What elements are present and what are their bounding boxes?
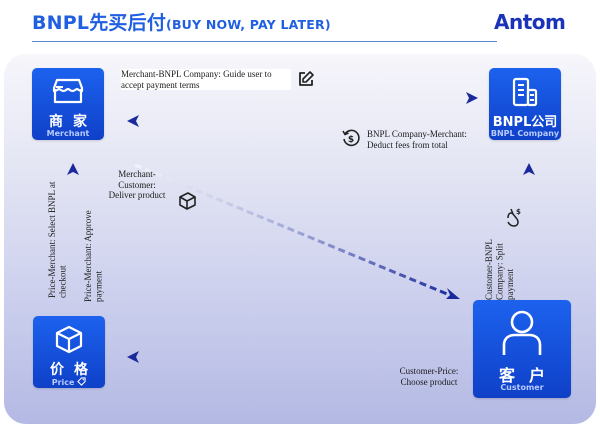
node-customer[interactable]: 客户 Customer [473, 300, 571, 398]
node-price-cn: 价格 [50, 362, 98, 378]
dollar-refresh-icon: $ [342, 129, 360, 147]
arrow-merchant-to-customer [134, 163, 460, 299]
package-icon [179, 192, 196, 210]
node-price[interactable]: 价格 Price [33, 316, 105, 388]
box-icon [55, 325, 83, 354]
node-merchant-cn: 商家 [49, 114, 97, 130]
arrow-customer-to-price [127, 351, 465, 363]
label-customer-to-bnpl: Customer-BNPL Company: Split payment [484, 239, 515, 301]
arrow-customer-to-bnpl [523, 163, 535, 290]
title-main: BNPL先买后付 [32, 12, 167, 34]
node-bnpl-cn: BNPL公司 [492, 115, 558, 130]
arrow-merchant-to-bnpl [120, 92, 478, 104]
hand-money-icon: $ [507, 208, 521, 227]
node-price-en-label: Price [51, 378, 75, 387]
arrow-bnpl-to-merchant [127, 115, 470, 127]
label-customer-to-price: Customer-Price: Choose product [399, 366, 459, 387]
arrow-price-to-merchant [67, 163, 79, 308]
tag-icon [77, 377, 86, 386]
header-divider [32, 41, 497, 42]
node-customer-en: Customer [500, 383, 544, 392]
edit-icon [299, 71, 314, 86]
page-title: BNPL先买后付(BUY NOW, PAY LATER) [32, 8, 331, 35]
label-bnpl-to-merchant: BNPL Company-Merchant: Deduct fees from … [367, 129, 467, 150]
person-icon [502, 310, 542, 355]
node-price-en: Price [33, 377, 105, 387]
node-bnpl[interactable]: BNPL公司 BNPL Company [489, 68, 561, 140]
node-bnpl-en: BNPL Company [490, 129, 560, 138]
svg-text:$: $ [348, 135, 354, 145]
building-icon [512, 77, 538, 107]
node-merchant[interactable]: 商家 Merchant [32, 68, 104, 140]
label-merchant-to-customer: Merchant-Customer: Deliver product [108, 169, 166, 200]
label-price-select-bnpl: Price-Merchant: Select BNPL at checkout [47, 181, 68, 298]
label-merchant-to-bnpl: Merchant-BNPL Company: Guide user to acc… [121, 69, 291, 90]
svg-text:$: $ [516, 208, 521, 216]
node-merchant-en: Merchant [46, 129, 90, 138]
node-customer-cn: 客户 [498, 366, 559, 385]
antom-logo: Antom [494, 10, 566, 34]
storefront-icon [52, 78, 84, 104]
title-sub: (BUY NOW, PAY LATER) [166, 17, 331, 32]
label-price-approve: Price-Merchant: Approve payment [83, 210, 104, 302]
